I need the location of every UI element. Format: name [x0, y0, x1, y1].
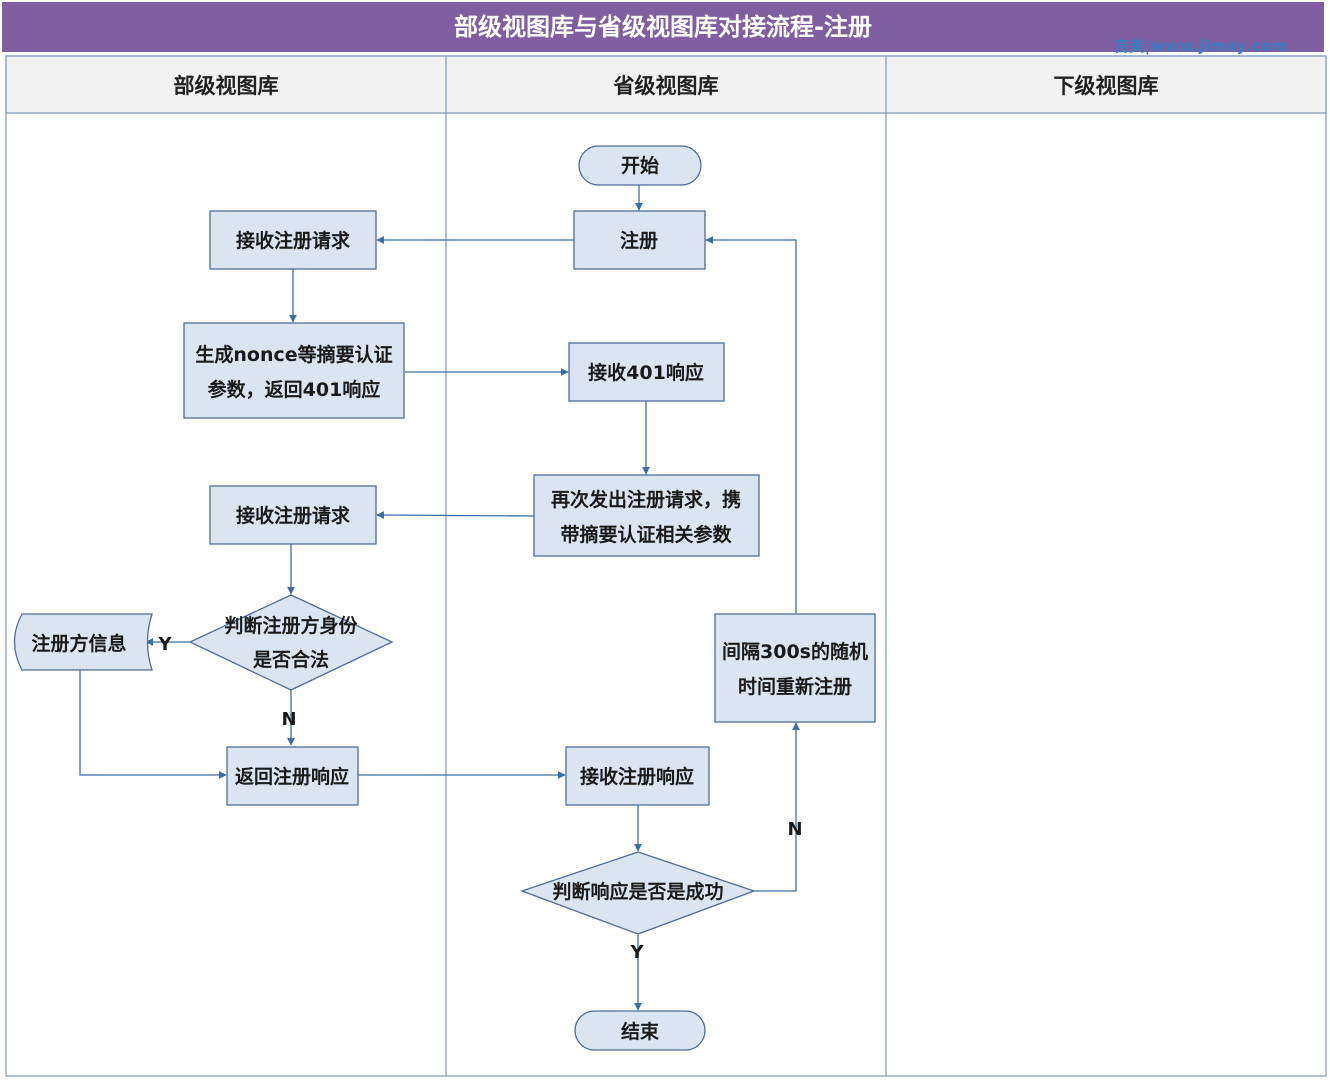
- identity-no-label: N: [281, 709, 296, 730]
- retry-box: [714, 613, 876, 723]
- return-response-box: [226, 746, 359, 806]
- resend-line-2: 带摘要认证相关参数: [560, 523, 732, 546]
- start-terminator: [578, 145, 702, 186]
- judge-identity-line-1: 判断注册方身份: [224, 614, 358, 637]
- success-no-label: N: [787, 819, 802, 840]
- gen-nonce-line-1: 生成nonce等摘要认证: [195, 343, 392, 366]
- recv-response-label: 接收注册响应: [580, 765, 694, 788]
- judge-success-diamond: [520, 851, 756, 935]
- arrow-info-to-return: [79, 670, 227, 779]
- register-label: 注册: [620, 229, 658, 252]
- end-terminator: [574, 1010, 706, 1051]
- gen-nonce-box: [183, 322, 405, 419]
- retry-line-1: 间隔300s的随机: [722, 640, 868, 663]
- recv-response-box: [565, 746, 710, 806]
- identity-yes-label: Y: [157, 634, 172, 655]
- watermark: 吉美|www.jimay.com: [1113, 37, 1288, 55]
- recv-register-request-label: 接收注册请求: [236, 229, 351, 252]
- recv-register-request-2-box: [209, 485, 377, 545]
- recv-401-label: 接收401响应: [588, 361, 704, 384]
- end-label: 结束: [621, 1020, 660, 1043]
- resend-box: [533, 474, 760, 557]
- registrant-info-shape: [13, 613, 153, 671]
- lane-header-province: 省级视图库: [613, 74, 719, 98]
- resend-line-1: 再次发出注册请求，携: [551, 488, 741, 511]
- start-label: 开始: [621, 154, 659, 177]
- arrow-judge-to-retry: [754, 722, 800, 892]
- arrow-resend-to-recv2: [376, 511, 535, 520]
- judge-identity-diamond: [188, 594, 394, 691]
- recv-register-request-box: [209, 210, 377, 270]
- edge-labels: Y N N Y: [157, 634, 802, 963]
- registrant-info-label: 注册方信息: [31, 632, 126, 655]
- page-title: 部级视图库与省级视图库对接流程-注册: [454, 13, 872, 41]
- connectors: [79, 185, 800, 1011]
- lane-header-ministry: 部级视图库: [174, 74, 279, 98]
- return-response-label: 返回注册响应: [235, 765, 349, 788]
- title-bar: 部级视图库与省级视图库对接流程-注册 吉美|www.jimay.com: [2, 2, 1324, 55]
- judge-identity-line-2: 是否合法: [253, 648, 329, 671]
- arrow-retry-to-register: [705, 236, 797, 613]
- gen-nonce-line-2: 参数，返回401响应: [208, 378, 381, 401]
- retry-line-2: 时间重新注册: [738, 675, 852, 698]
- lane-header-row: [5, 55, 1327, 114]
- recv-register-request-2-label: 接收注册请求: [236, 504, 351, 527]
- judge-success-label: 判断响应是否是成功: [552, 880, 723, 903]
- success-yes-label: Y: [629, 942, 644, 963]
- recv-401-box: [568, 342, 725, 402]
- lane-header-subordinate: 下级视图库: [1054, 74, 1159, 98]
- nodes: 开始 注册 接收注册请求 生成nonce等摘要认证 参数，返回401响应 接收4…: [13, 145, 876, 1051]
- register-box: [573, 210, 706, 270]
